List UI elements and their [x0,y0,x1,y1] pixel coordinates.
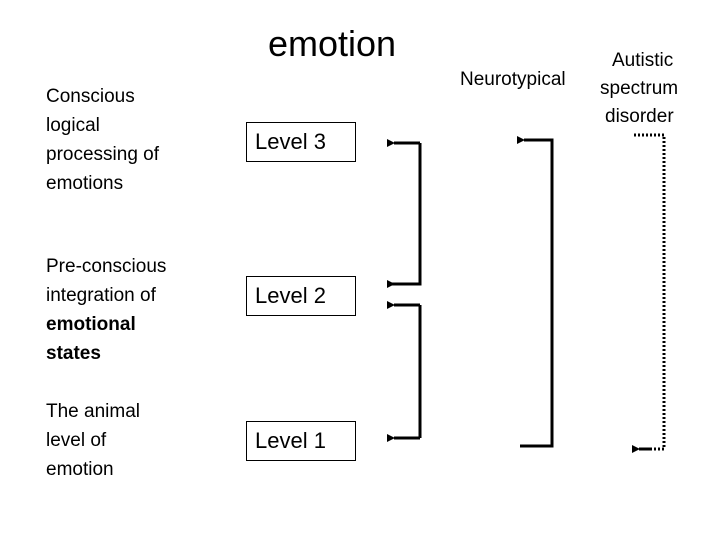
description-line: Pre-conscious [46,256,167,277]
description-line: logical [46,115,100,136]
description-level-3: Conscious logical processing of emotions [46,82,196,198]
level-3-box: Level 3 [246,122,356,162]
description-line: emotions [46,173,124,194]
description-line-bold: emotional [46,314,136,335]
arrow-level1-to-level2 [387,301,422,442]
arrow-level2-to-level3 [387,139,422,288]
description-level-2: Pre-conscious integration of emotional s… [46,252,196,368]
asd-path [632,133,666,453]
description-line-bold: states [46,343,101,364]
description-line: level of [46,430,107,451]
asd-label-line-1: Autistic [612,50,674,71]
asd-label-line-3: disorder [605,106,674,127]
neurotypical-line [520,138,554,448]
bracket-line [392,143,422,286]
asd-label-line-2: spectrum [600,78,679,99]
description-line: emotion [46,459,114,480]
description-line: Conscious [46,86,135,107]
page-title: emotion [268,23,397,64]
neurotypical-path [517,136,554,448]
description-line: The animal [46,401,140,422]
description-line: processing of [46,144,160,165]
neurotypical-label: Neurotypical [460,69,566,90]
description-level-1: The animal level of emotion [46,397,196,484]
asd-dotted-line [634,133,666,451]
level-1-box: Level 1 [246,421,356,461]
description-line: integration of [46,285,156,306]
level-2-box: Level 2 [246,276,356,316]
